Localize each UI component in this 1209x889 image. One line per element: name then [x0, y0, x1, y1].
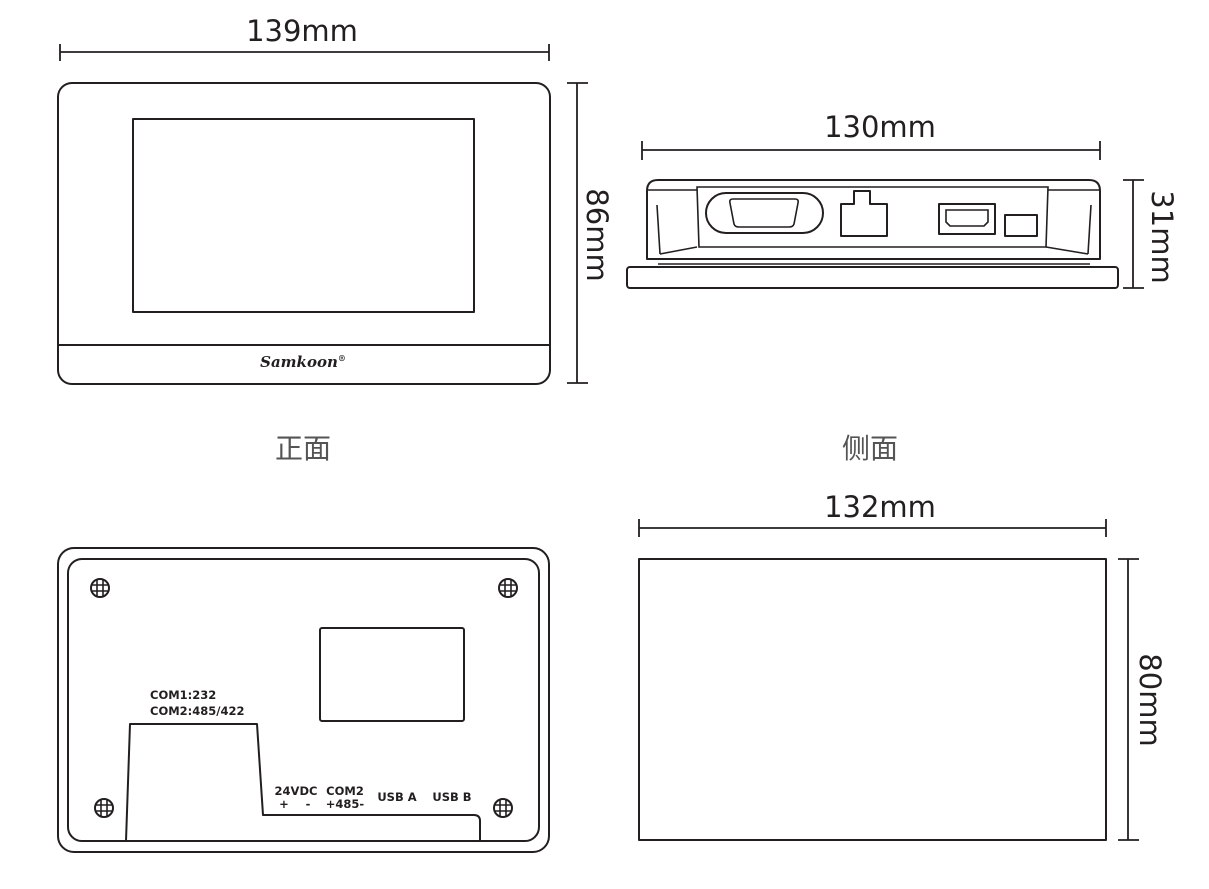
com2-port-label: COM2: [326, 784, 364, 798]
side-housing: [646, 179, 1101, 260]
usb-a-label: USB A: [377, 790, 416, 804]
usb-port-socket: [945, 209, 989, 227]
side-depth-label: 31mm: [1145, 190, 1179, 283]
power-port-label: 24VDC: [275, 784, 318, 798]
front-height-dimension: 86mm: [567, 82, 614, 384]
cutout-width-label: 132mm: [824, 490, 936, 524]
panel-cutout: [638, 558, 1107, 841]
power-terminal-port: [840, 190, 888, 237]
usb-b-label: USB B: [432, 790, 471, 804]
front-view-caption: 正面: [275, 432, 331, 465]
usb-b-port: [1004, 214, 1038, 237]
side-view-caption: 侧面: [842, 432, 898, 465]
screw-cross: [499, 579, 517, 597]
side-width-label: 130mm: [824, 110, 936, 144]
back-view: COM1:232 COM2:485/422 24VDC + - COM2 +48…: [57, 547, 550, 853]
front-bezel: [57, 82, 551, 385]
com1-label: COM1:232: [150, 688, 216, 702]
db9-serial-port: [705, 192, 824, 234]
front-brand-logo: Samkoon®: [260, 353, 346, 371]
com2-label: COM2:485/422: [150, 704, 244, 718]
front-height-label: 86mm: [580, 188, 614, 281]
screw-cross: [494, 799, 512, 817]
power-plus-label: +: [279, 797, 289, 811]
front-width-dimension: 139mm: [59, 14, 550, 61]
screw-head: [498, 578, 518, 598]
screw-top-left: [90, 578, 110, 598]
com2-polarity-label: +485-: [326, 797, 365, 811]
power-minus-label: -: [306, 797, 311, 811]
usb-port-shell: [938, 203, 996, 235]
back-inner-housing: [67, 558, 540, 842]
screw-head: [493, 798, 513, 818]
back-label-area: [319, 627, 465, 722]
cutout-width-dimension: 132mm: [638, 490, 1107, 537]
brand-registered-mark: ®: [338, 353, 346, 363]
screw-top-right: [498, 578, 518, 598]
side-rib-left: [656, 204, 661, 255]
side-bevel-right: [1045, 246, 1089, 255]
screw-bottom-left: [94, 798, 114, 818]
side-width-dimension: 130mm: [641, 110, 1101, 160]
front-screen: [132, 118, 475, 313]
front-view: 139mm Samkoon® 86mm 正面: [57, 14, 614, 465]
cutout-height-label: 80mm: [1133, 653, 1167, 746]
screw-cross: [95, 799, 113, 817]
back-outer-housing: [57, 547, 550, 853]
screw-bottom-right: [493, 798, 513, 818]
cutout-height-dimension: 80mm: [1118, 558, 1167, 841]
cutout-view: 132mm 80mm: [638, 490, 1167, 841]
db9-socket: [729, 198, 799, 228]
db9-shell: [705, 192, 824, 234]
screw-head: [94, 798, 114, 818]
usb-a-port: [938, 203, 996, 235]
screw-cross: [91, 579, 109, 597]
side-bevel-left: [659, 246, 698, 255]
side-rib-right: [1087, 204, 1092, 255]
side-front-flange: [626, 266, 1119, 289]
brand-name: Samkoon: [260, 353, 338, 371]
side-depth-dimension: 31mm: [1123, 179, 1179, 289]
connector-bay-outline: [125, 723, 481, 842]
front-width-label: 139mm: [246, 14, 358, 48]
screw-head: [90, 578, 110, 598]
side-view: 130mm 31mm 侧面: [626, 110, 1179, 465]
